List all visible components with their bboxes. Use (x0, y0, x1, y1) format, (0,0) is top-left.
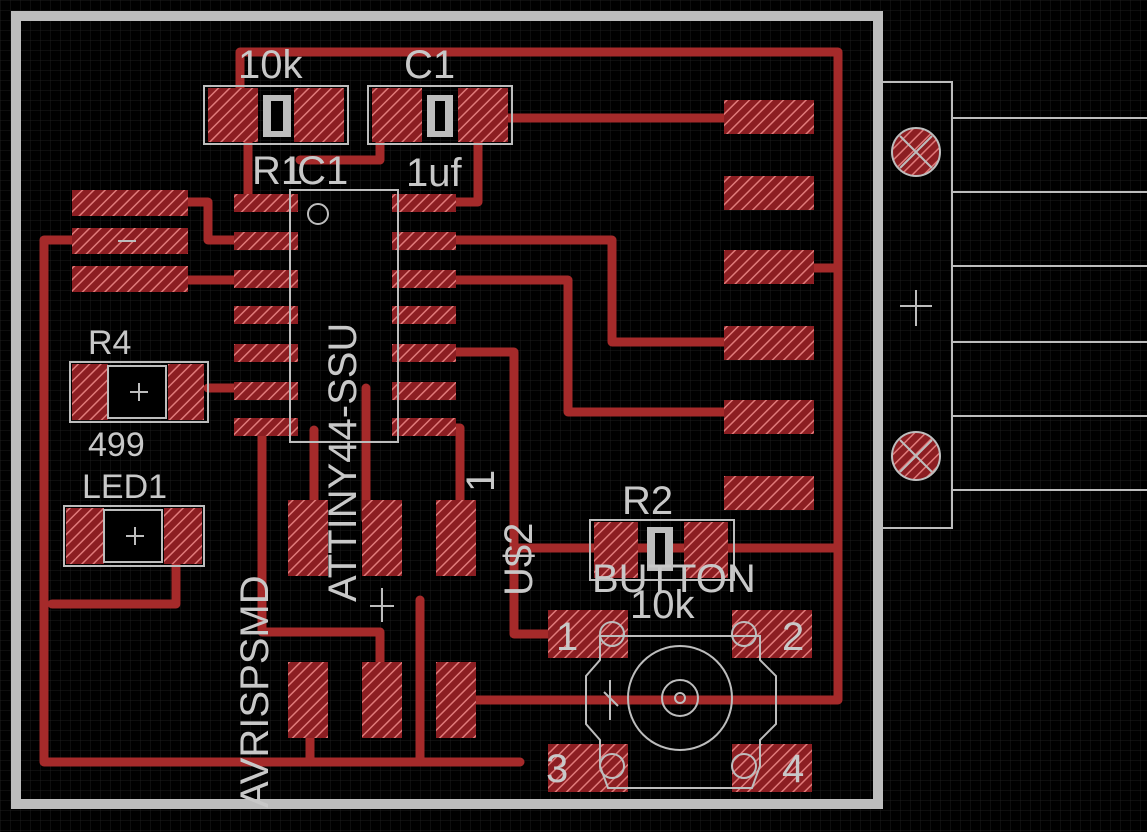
ic1-body (289, 189, 399, 443)
silkscreen (63, 81, 1147, 789)
c1-center-inner (433, 99, 447, 133)
pads (66, 88, 814, 792)
pad-ic-l4 (234, 306, 298, 324)
button-pin4-label: 4 (782, 747, 804, 791)
pad-ic-l7 (234, 418, 298, 436)
c1-value-label: 1uf (406, 151, 462, 195)
pad-r2-a (594, 522, 638, 578)
pad-ic-l6 (234, 382, 298, 400)
ic1-name-label: IC1 (286, 149, 348, 193)
pad-conn-3 (724, 250, 814, 284)
pad-led1-a (66, 508, 104, 564)
ic1-pin1-marker (307, 203, 329, 225)
pad-isp-1 (288, 500, 328, 576)
connector-pins (952, 117, 1147, 491)
c1-body (367, 85, 513, 145)
pad-conn-6 (724, 476, 814, 510)
silk-labels: 10k C1 R1 IC1 1uf R4 499 LED1 ATTINY44-S… (82, 43, 804, 808)
ic1-value-label: ATTINY44-SSU (321, 323, 365, 602)
pad-r4-b (168, 364, 204, 420)
pad-r4-a (72, 364, 108, 420)
pad-isp-5 (362, 662, 402, 738)
button-pin1-label: 1 (556, 615, 578, 659)
pad-ic-r4 (392, 306, 456, 324)
trace-ic-left-down (257, 425, 385, 695)
u2-name-label: U$2 (497, 523, 541, 596)
connector-hole-top-x (899, 135, 933, 169)
r1-center-inner (269, 99, 285, 133)
pad-ic-r1 (392, 194, 456, 212)
pad-r1-a (208, 88, 258, 142)
pad-ic-r3 (392, 270, 456, 288)
c1-name-label: C1 (404, 43, 455, 87)
pad-header-3 (72, 266, 188, 292)
button-name-label: BUTTON (592, 557, 756, 601)
pad-header-1 (72, 190, 188, 216)
pad-ic-r5 (392, 344, 456, 362)
button-outline (585, 635, 777, 789)
avrisp-label: AVRISPSMD (233, 575, 277, 808)
trace-ic-out1 (425, 235, 775, 347)
button-actuator-outer (627, 645, 733, 751)
button-switch-symbol (603, 680, 619, 720)
pad-conn-2 (724, 176, 814, 210)
pad-conn-1 (724, 100, 814, 134)
r2-body (589, 519, 735, 581)
led1-body (63, 505, 205, 567)
button-actuator-inner (674, 692, 686, 704)
pin1-marker-label: 1 (459, 470, 503, 492)
pad-ic-l1 (234, 194, 298, 212)
connector-cross (900, 290, 932, 326)
button-pin2-ring (731, 621, 757, 647)
led1-cross (126, 527, 144, 545)
pad-ic-r2 (392, 232, 456, 250)
trace-vcc-top (235, 47, 843, 705)
isp-cross (370, 588, 394, 622)
r4-cross (130, 383, 148, 401)
pad-isp-2 (362, 500, 402, 576)
r2-center-inner (653, 531, 667, 567)
pad-r2-b (684, 522, 728, 578)
pad-conn-4 (724, 326, 814, 360)
button-pin4-ring (731, 753, 757, 779)
r4-value-label: 499 (88, 426, 145, 464)
button-actuator-mid (661, 679, 699, 717)
pad-btn-2 (732, 610, 812, 658)
pad-isp-4 (288, 662, 328, 738)
pad-led1-b (164, 508, 202, 564)
connector-body (879, 81, 953, 529)
pad-conn-5 (724, 400, 814, 434)
pad-btn-1 (548, 610, 628, 658)
trace-ic-out2 (425, 275, 775, 417)
pad-ic-r7 (392, 418, 456, 436)
pad-ic-l5 (234, 344, 298, 362)
r2-name-label: R2 (622, 479, 673, 523)
connector-hole-bottom-x (899, 439, 933, 473)
pad-ic-r6 (392, 382, 456, 400)
led1-name-label: LED1 (82, 468, 167, 506)
pad-btn-4 (732, 744, 812, 792)
pad-isp-3 (436, 500, 476, 576)
r4-name-label: R4 (88, 324, 131, 362)
button-pin1-ring (599, 621, 625, 647)
r1-name-label: R1 (252, 149, 303, 193)
led1-inner (103, 509, 163, 563)
button-pin3-ring (599, 753, 625, 779)
button-pin2-label: 2 (782, 615, 804, 659)
r2-value-label: 10k (630, 583, 695, 627)
pad-ic-l2 (234, 232, 298, 250)
pad-c1-a (372, 88, 422, 142)
pad-btn-3 (548, 744, 628, 792)
r4-body (69, 361, 209, 423)
pad-c1-b (458, 88, 508, 142)
board-outline (11, 11, 883, 809)
pad-ic-l3 (234, 270, 298, 288)
trace-ic-out3 (425, 347, 585, 639)
pad-r1-b (294, 88, 344, 142)
r1-body (203, 85, 349, 145)
button-pin3-label: 3 (546, 747, 568, 791)
pad-isp-6 (436, 662, 476, 738)
r1-value-label: 10k (238, 43, 303, 87)
